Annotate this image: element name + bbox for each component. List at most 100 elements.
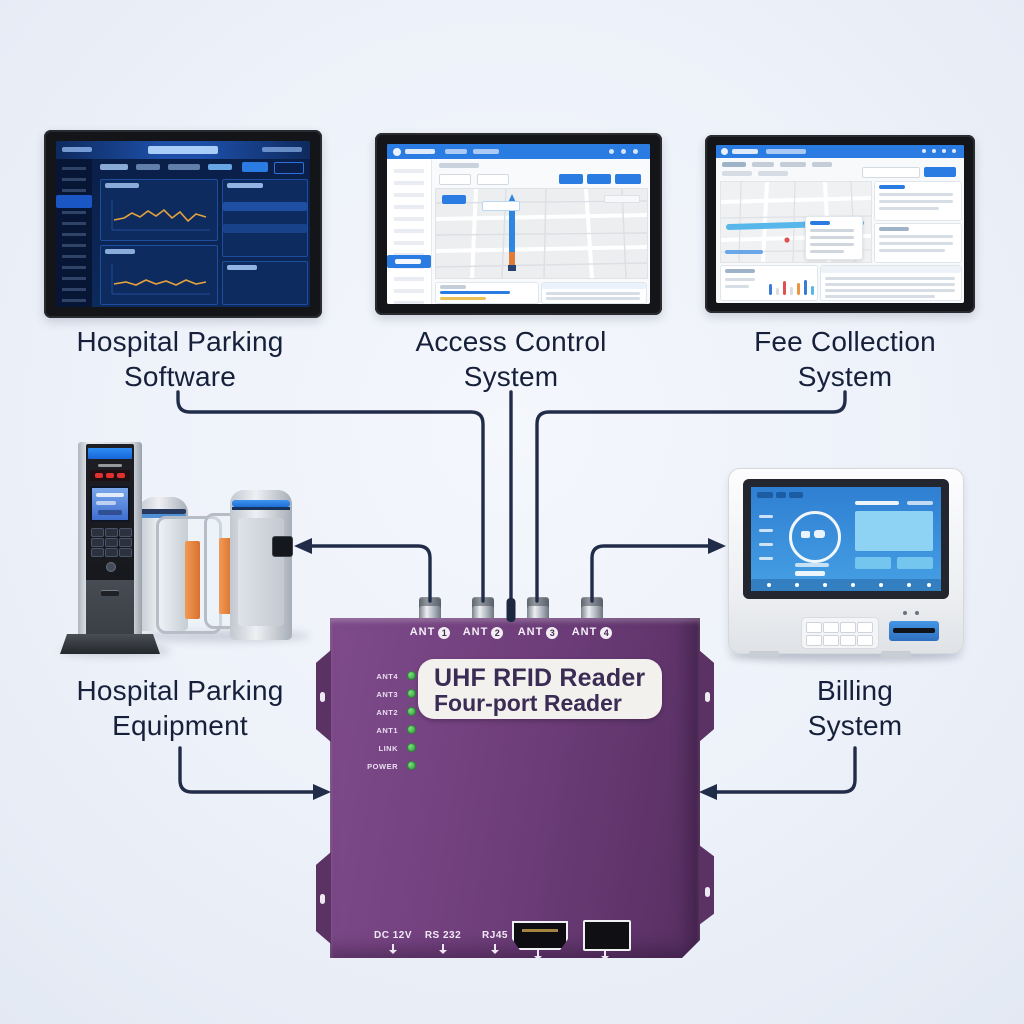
port-label-rs232: RS 232 bbox=[424, 930, 462, 941]
fee-collection-screen bbox=[716, 145, 964, 303]
dashboard-header bbox=[56, 141, 310, 159]
led-green-indicator bbox=[407, 689, 416, 698]
billing-card-slot bbox=[889, 621, 939, 641]
mount-tab bbox=[316, 650, 331, 742]
billing-button-2 bbox=[897, 557, 933, 569]
caption-line: Hospital Parking bbox=[76, 326, 284, 357]
caption-line: System bbox=[463, 361, 559, 392]
fee-mini-chart bbox=[720, 265, 818, 301]
caption-line: Hospital Parking bbox=[76, 675, 284, 706]
antenna-connector-2 bbox=[472, 597, 494, 624]
caption-line: Access Control bbox=[415, 326, 607, 357]
dashboard-sidebar bbox=[56, 159, 92, 307]
led-link: LINK bbox=[352, 743, 416, 753]
arrow-left-icon bbox=[699, 784, 717, 800]
line-ant4-to-billing bbox=[590, 544, 710, 603]
billing-terminal bbox=[728, 468, 964, 658]
caption-parking-equipment: Hospital Parking Equipment bbox=[0, 673, 360, 743]
hdmi-port bbox=[512, 921, 568, 950]
led-ant1: ANT1 bbox=[352, 725, 416, 735]
antenna-connector-3 bbox=[527, 597, 549, 624]
dashboard-table-1 bbox=[222, 179, 308, 257]
fee-side-card-1 bbox=[874, 181, 962, 221]
antenna-connector-1 bbox=[419, 597, 441, 624]
arrow-right-icon bbox=[708, 538, 726, 554]
device-subtitle: Four-port Reader bbox=[434, 690, 622, 716]
fee-header bbox=[716, 145, 964, 158]
mount-tab bbox=[699, 845, 714, 925]
fee-side-card-2 bbox=[874, 223, 962, 263]
kiosk-call-button bbox=[106, 562, 116, 572]
ant-number-badge: 4 bbox=[600, 627, 613, 639]
barrier-pedestal-near bbox=[230, 490, 293, 640]
kiosk-top-light bbox=[88, 448, 132, 459]
monitor-fee-collection bbox=[705, 135, 975, 313]
mount-tab bbox=[699, 650, 714, 742]
ant-number-badge: 2 bbox=[491, 627, 504, 639]
billing-screen-bezel bbox=[743, 479, 949, 599]
dashboard-chart-2 bbox=[100, 245, 218, 305]
device-name-plate: UHF RFID Reader Four-port Reader bbox=[418, 659, 662, 719]
caption-parking-software: Hospital Parking Software bbox=[0, 324, 360, 394]
ant-number-badge: 1 bbox=[438, 627, 451, 639]
billing-button-1 bbox=[855, 557, 891, 569]
port-label-rj45: RJ45 bbox=[482, 930, 508, 941]
led-power: POWER bbox=[352, 761, 416, 771]
caption-access-control: Access Control System bbox=[331, 324, 691, 394]
access-card-table bbox=[541, 282, 647, 304]
caption-line: Software bbox=[123, 361, 237, 392]
led-green-indicator bbox=[407, 707, 416, 716]
parking-software-screen bbox=[56, 141, 310, 307]
monitor-parking-software bbox=[44, 130, 322, 318]
led-ant2: ANT2 bbox=[352, 707, 416, 717]
access-sidebar bbox=[387, 159, 432, 304]
dashboard-chart-1 bbox=[100, 179, 218, 241]
led-green-indicator bbox=[407, 743, 416, 752]
parking-kiosk bbox=[78, 442, 142, 640]
caption-fee-collection: Fee Collection System bbox=[665, 324, 1024, 394]
caption-line: System bbox=[807, 710, 903, 741]
arrow-left-icon bbox=[294, 538, 312, 554]
caption-line: Equipment bbox=[112, 710, 248, 741]
access-card-list bbox=[435, 282, 539, 304]
ant-number-badge: 3 bbox=[546, 627, 559, 639]
access-header bbox=[387, 144, 650, 159]
led-green-indicator bbox=[407, 725, 416, 734]
kiosk-ticket-slot bbox=[101, 590, 119, 596]
led-ant3: ANT3 bbox=[352, 689, 416, 699]
caption-line: Fee Collection bbox=[754, 326, 936, 357]
caption-line: System bbox=[797, 361, 893, 392]
arrow-right-icon bbox=[313, 784, 331, 800]
mount-tab bbox=[316, 852, 331, 944]
caption-line: Billing bbox=[816, 675, 894, 706]
kiosk-led-display bbox=[90, 470, 130, 481]
kiosk-base bbox=[60, 634, 160, 654]
led-ant4: ANT4 bbox=[352, 671, 416, 681]
kiosk-keypad bbox=[90, 528, 132, 557]
kiosk-lcd-screen bbox=[90, 486, 130, 522]
led-green-indicator bbox=[407, 671, 416, 680]
sfp-port bbox=[583, 920, 631, 951]
caption-billing-system: Billing System bbox=[675, 673, 1024, 743]
led-green-indicator bbox=[407, 761, 416, 770]
device-title: UHF RFID Reader bbox=[434, 664, 646, 692]
dashboard-title bbox=[148, 146, 218, 154]
billing-screen bbox=[751, 487, 941, 591]
antenna-connector-4 bbox=[581, 597, 603, 624]
line-equipment-to-device bbox=[178, 746, 316, 794]
line-ant1-to-equipment bbox=[308, 544, 432, 603]
dashboard-table-2 bbox=[222, 261, 308, 305]
access-map bbox=[435, 188, 648, 279]
billing-info-panel bbox=[855, 511, 933, 551]
port-label-dc12v: DC 12V bbox=[373, 930, 412, 941]
line-billing-to-device bbox=[714, 746, 857, 794]
billing-keypad bbox=[801, 617, 879, 649]
access-control-screen bbox=[387, 144, 650, 304]
fee-map bbox=[720, 181, 872, 263]
fee-table bbox=[820, 265, 962, 301]
